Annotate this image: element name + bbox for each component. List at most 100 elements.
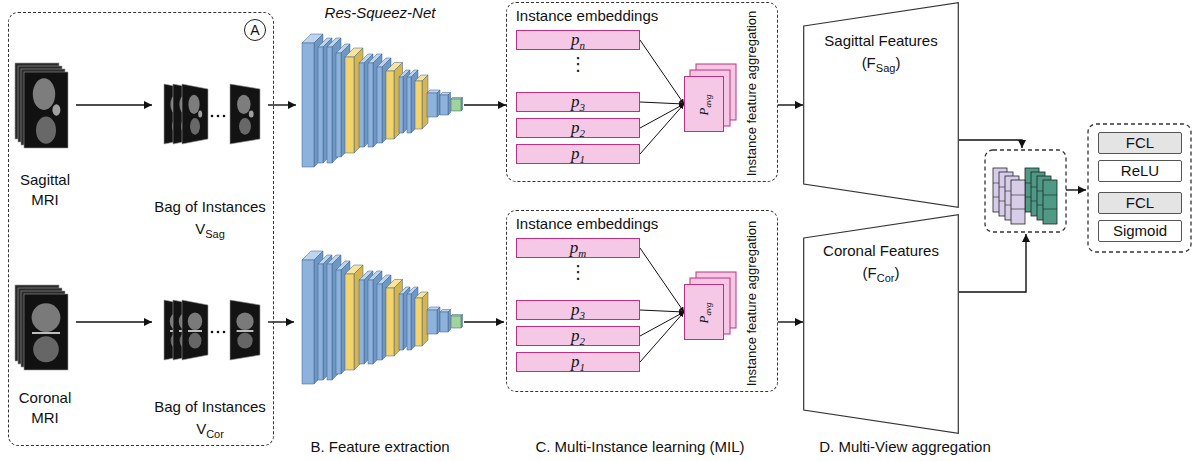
- node-text: Sagittal MRI: [20, 171, 70, 208]
- node-text: ReLU: [1121, 162, 1159, 179]
- node-text: FCL: [1126, 134, 1154, 151]
- node-text: Cor: [877, 272, 895, 284]
- node-text: Sag: [876, 62, 896, 74]
- text-line: Pavg: [694, 78, 714, 132]
- text-line: Coronal MRI: [14, 388, 76, 428]
- text-line: Coronal Features: [803, 242, 959, 260]
- trapezoid-shape: [804, 3, 959, 208]
- node-text: 1: [580, 153, 586, 165]
- cnn-illustration: [302, 251, 463, 384]
- node-text: V: [196, 420, 206, 437]
- node-text: p: [571, 92, 580, 111]
- node-text: avg: [703, 303, 713, 316]
- text-line: p3: [517, 301, 639, 320]
- cnn-backbone: Res-Squeez-Net: [296, 2, 464, 174]
- text-line: VSag: [152, 220, 268, 239]
- ellipsis-dots: ⋮: [568, 260, 588, 284]
- node-text: Sag: [205, 228, 225, 240]
- embedding-box: p2: [516, 118, 640, 138]
- panel-letter: A: [244, 19, 266, 41]
- node-text: avg: [703, 95, 713, 108]
- layout-arrow: [959, 140, 1022, 148]
- text-line: VCor: [152, 420, 268, 439]
- node-text: 1: [580, 361, 586, 373]
- stage-caption: D. Multi-View aggregation: [810, 438, 1000, 456]
- text-line: p1: [517, 145, 639, 164]
- text-line: Bag of Instances: [152, 398, 268, 416]
- embedding-box: p2: [516, 326, 640, 346]
- text-line: Sagittal Features: [803, 32, 959, 50]
- text-line: Instance embeddings: [507, 215, 667, 233]
- instance-bag: Bag of InstancesVCor: [152, 292, 268, 442]
- connector: [640, 312, 684, 362]
- text-line: p1: [517, 353, 639, 372]
- connector: [640, 310, 684, 312]
- concat-box: [985, 150, 1066, 232]
- cnn-illustration: [302, 34, 463, 167]
- node-text: p: [571, 300, 580, 319]
- mil-box: pnp3p2p1PavgInstance embeddingsInstance …: [506, 2, 778, 182]
- node-text: (F: [862, 54, 876, 71]
- connector: [268, 104, 296, 105]
- node-text: FCL: [1126, 194, 1154, 211]
- text-line: FCL: [1099, 134, 1181, 152]
- text-line: Bag of Instances: [152, 198, 268, 216]
- trapezoid-shape: [804, 215, 959, 434]
- node-text: Instance feature aggregation: [744, 11, 759, 177]
- text-line: (FCor): [803, 264, 959, 283]
- stage-caption: B. Feature extraction: [290, 438, 470, 456]
- text-line: p2: [517, 327, 639, 346]
- ellipsis-dots: ⋮: [568, 52, 588, 76]
- node-text: p: [571, 326, 580, 345]
- layout-arrow: [1066, 190, 1086, 191]
- node-text: Res-Squeez-Net: [325, 4, 436, 21]
- pooled-embedding: Pavg: [684, 76, 724, 132]
- text-line: FCL: [1099, 194, 1181, 212]
- node-text: p: [571, 352, 580, 371]
- node-text: 3: [580, 101, 586, 113]
- node-text: Sigmoid: [1113, 222, 1167, 239]
- mri-slices: [164, 84, 260, 144]
- node-text: P: [696, 316, 711, 324]
- instance-bag: Bag of InstancesVSag: [152, 80, 268, 245]
- layout-arrow: [464, 322, 504, 323]
- text-line: Instance embeddings: [507, 7, 667, 25]
- embedding-box: p3: [516, 92, 640, 112]
- layer-box: FCL: [1098, 132, 1182, 154]
- layout-arrow: [959, 234, 1026, 292]
- node-text: Bag of Instances: [154, 398, 266, 415]
- classifier-box: [1088, 124, 1191, 252]
- embedding-box: pm: [516, 238, 640, 258]
- node-text: Instance feature aggregation: [744, 221, 759, 387]
- feature-trapezoid: Sagittal Features(FSag): [803, 2, 959, 208]
- mri-image: [15, 63, 68, 148]
- input-panel: Sagittal MRIBag of InstancesVSagCoronal …: [8, 12, 274, 446]
- node-text: n: [580, 39, 586, 51]
- text-line: pm: [517, 239, 639, 258]
- layout-arrow: [268, 322, 294, 323]
- node-text: Bag of Instances: [154, 198, 266, 215]
- node-text: p: [571, 118, 580, 137]
- mil-box: pmp3p2p1PavgInstance embeddingsInstance …: [506, 210, 778, 392]
- text-line: ReLU: [1099, 162, 1181, 180]
- node-text: Coronal Features: [823, 242, 939, 259]
- layer-box: ReLU: [1098, 160, 1182, 182]
- text-line: p3: [517, 93, 639, 112]
- node-text: ): [894, 264, 899, 281]
- concat-features: [993, 168, 1057, 224]
- node-text: V: [195, 220, 205, 237]
- layer-box: FCL: [1098, 192, 1182, 214]
- node-text: 3: [580, 309, 586, 321]
- node-text: Cor: [206, 428, 224, 440]
- layer-box: Sigmoid: [1098, 220, 1182, 242]
- mri-image: [15, 285, 68, 370]
- text-line: Sagittal MRI: [14, 170, 76, 210]
- mri-stack: Coronal MRI: [14, 282, 76, 432]
- embedding-box: p1: [516, 144, 640, 164]
- node-text: m: [578, 247, 586, 259]
- connector: [640, 312, 684, 336]
- text-line: Instance feature aggregation: [742, 216, 761, 392]
- stage-caption: C. Multi-Instance learning (MIL): [520, 438, 760, 456]
- connector: [76, 321, 152, 322]
- text-line: Sigmoid: [1099, 222, 1181, 240]
